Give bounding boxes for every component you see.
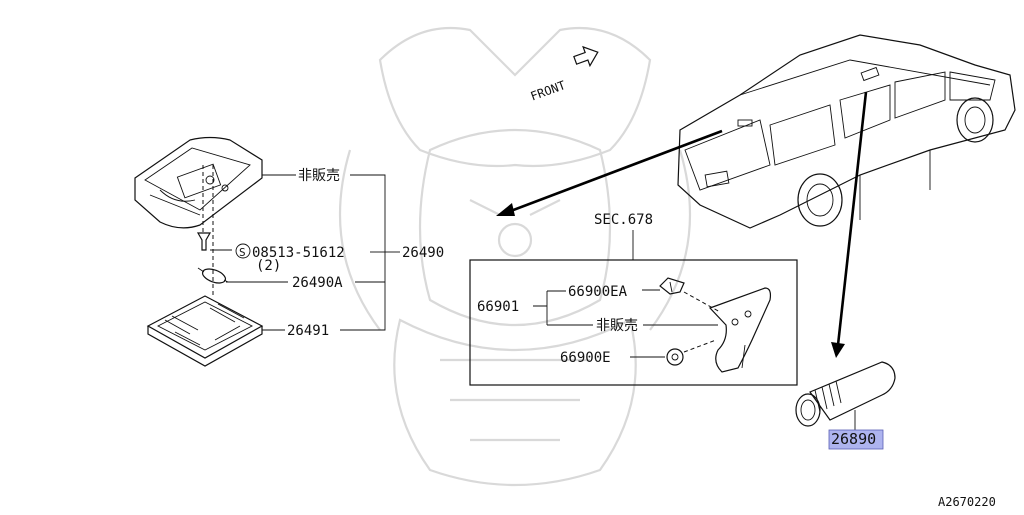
image-code: A2670220: [938, 495, 996, 509]
front-direction-arrow: [573, 45, 599, 68]
screw-part-code: 08513-51612: [252, 245, 345, 261]
part-number-66900ea: 66900EA: [568, 284, 628, 300]
room-lamp-housing: [134, 136, 263, 229]
leader-arrow-to-section: [496, 129, 723, 216]
clip-ea-part: [642, 277, 685, 295]
part-number-26491: 26491: [287, 323, 329, 339]
clip-guide-line: [683, 291, 721, 313]
wagon-vehicle: [677, 34, 1016, 229]
clip-e-part: [666, 348, 684, 366]
section-callout-lines: [533, 290, 718, 358]
bulb-part: [197, 267, 229, 284]
flashlight-part: [795, 361, 896, 430]
leader-arrow-to-flashlight: [831, 91, 868, 358]
part-number-66900e: 66900E: [560, 350, 611, 366]
part-number-26890: 26890: [831, 430, 876, 448]
screw-part: [196, 232, 212, 251]
left-callout-lines: [210, 174, 400, 331]
part-number-66901: 66901: [477, 299, 519, 315]
section-label: SEC.678: [594, 212, 653, 228]
part-number-highlight: [828, 429, 884, 450]
front-label: FRONT: [529, 78, 568, 104]
lamp-lens: [146, 295, 264, 367]
bracket-panel: [708, 287, 772, 373]
part-number-26490: 26490: [402, 245, 444, 261]
assembly-guide-line: [202, 165, 214, 295]
section-detail-box: [469, 259, 798, 386]
screw-symbol-circle: [235, 243, 251, 259]
not-for-sale-label-2: 非販売: [596, 318, 638, 334]
watermark-emblem: [338, 26, 692, 487]
not-for-sale-label: 非販売: [298, 168, 340, 184]
part-number-26490a: 26490A: [292, 275, 343, 291]
screw-symbol: S: [239, 246, 246, 259]
clip-e-guide-line: [683, 339, 717, 353]
screw-quantity: (2): [256, 258, 281, 274]
